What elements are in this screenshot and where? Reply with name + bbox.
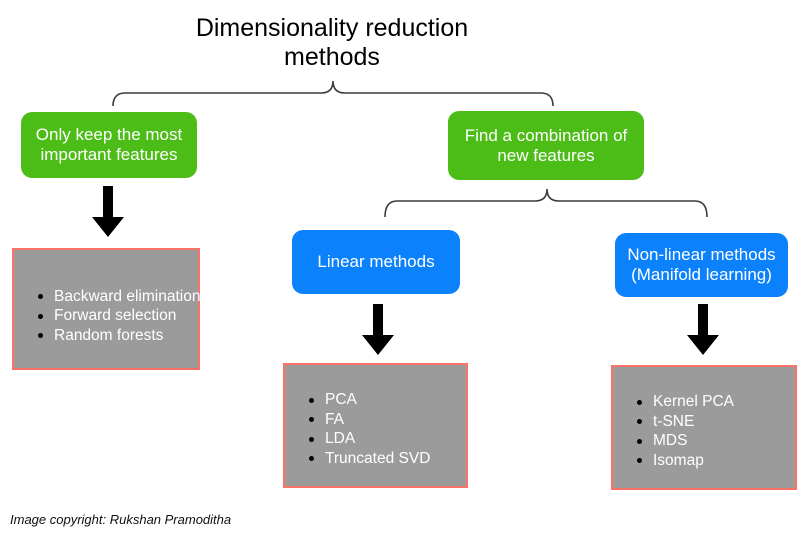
brace-top-path <box>112 80 554 107</box>
list-item-label: Random forests <box>54 326 164 344</box>
bullet-icon <box>637 438 642 444</box>
brace-methods <box>384 188 708 218</box>
list-item: Forward selection <box>32 306 198 326</box>
list-item-label: Kernel PCA <box>653 393 734 411</box>
list-item-label: Truncated SVD <box>325 449 431 467</box>
list-item: Truncated SVD <box>303 449 466 469</box>
brace-top <box>112 80 554 107</box>
copyright-text: Image copyright: Rukshan Pramoditha <box>10 512 232 527</box>
list-item: Backward elimination <box>32 287 201 307</box>
list-item: t-SNE <box>631 412 795 432</box>
bullet-icon <box>38 313 43 319</box>
list-item: Kernel PCA <box>631 393 795 413</box>
box-keep-important-features: Only keep the most important features <box>21 112 197 178</box>
down-arrow-icon <box>362 304 394 355</box>
down-arrow-shape <box>92 186 124 237</box>
list-item-label: Forward selection <box>54 307 177 324</box>
box-linear-methods: Linear methods <box>292 230 460 294</box>
bullet-icon <box>637 419 642 425</box>
bullet-icon <box>309 436 314 442</box>
box-find-combination: Find a combination of new features <box>448 111 644 180</box>
list-item-label: LDA <box>325 430 356 448</box>
brace-methods-path <box>384 188 708 218</box>
bullet-icon <box>38 333 43 338</box>
list-item: LDA <box>303 430 466 450</box>
bullet-icon <box>637 399 642 405</box>
bullet-icon <box>309 397 314 403</box>
down-arrow-shape <box>362 304 394 355</box>
box-keep-important-features-label: Only keep the most important features <box>35 125 183 164</box>
list-nonlinear-methods: Kernel PCA t-SNE MDS Isomap <box>611 365 797 490</box>
list-item-label: t-SNE <box>653 412 695 430</box>
bullet-icon <box>309 417 314 423</box>
list-item: FA <box>303 410 466 430</box>
box-nonlinear-methods-label: Non-linear methods (Manifold learning) <box>627 245 776 284</box>
down-arrow-shape <box>687 304 719 355</box>
bullet-icon <box>309 456 314 462</box>
list-item: MDS <box>631 432 795 452</box>
box-linear-methods-label: Linear methods <box>317 252 435 271</box>
list-item-label: Isomap <box>653 451 704 469</box>
list-item: Isomap <box>631 451 795 471</box>
list-item-label: Backward elimination <box>54 287 201 305</box>
box-nonlinear-methods: Non-linear methods (Manifold learning) <box>615 233 788 297</box>
list-linear-methods: PCA FA LDA Truncated SVD <box>283 363 468 488</box>
list-feature-selection: Backward elimination Forward selection R… <box>12 248 200 370</box>
bullet-icon <box>38 294 43 299</box>
page-title: Dimensionality reduction methods <box>195 14 469 71</box>
list-item: Random forests <box>32 326 198 346</box>
list-item-label: MDS <box>653 432 688 450</box>
down-arrow-icon <box>687 304 719 355</box>
bullet-icon <box>637 458 642 464</box>
list-item: PCA <box>303 391 466 411</box>
down-arrow-icon <box>92 186 124 237</box>
box-find-combination-label: Find a combination of new features <box>464 125 628 165</box>
list-item-label: PCA <box>325 391 357 409</box>
list-item-label: FA <box>325 410 344 428</box>
